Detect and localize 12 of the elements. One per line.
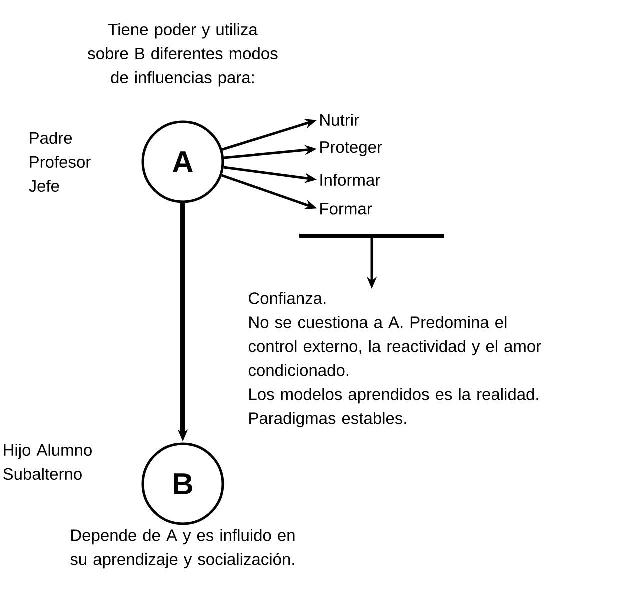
description-text: Confianza. No se cuestiona a A. Predomina el control externo, la reactividad y el amor condicionado. Los modelos aprendidos es la realidad. Paradigmas estables. bbox=[248, 292, 542, 428]
circle-node: A bbox=[142, 120, 224, 204]
influence-label: Formar bbox=[320, 203, 372, 215]
caption-text: Hijo Alumno Subalterno bbox=[4, 444, 92, 480]
caption-text: Depende de A y es influido en su aprendizaje y socialización. bbox=[70, 529, 295, 569]
influence-label: Proteger bbox=[320, 142, 382, 156]
circle-node: B bbox=[142, 442, 224, 526]
bar bbox=[300, 234, 444, 238]
caption-text: Tiene poder y utiliza sobre B diferentes modos de influencias para: bbox=[88, 23, 278, 87]
caption-text: Padre Profesor Jefe bbox=[29, 132, 91, 192]
influence-label: Informar bbox=[320, 174, 380, 186]
influence-label: Nutrir bbox=[320, 114, 360, 126]
